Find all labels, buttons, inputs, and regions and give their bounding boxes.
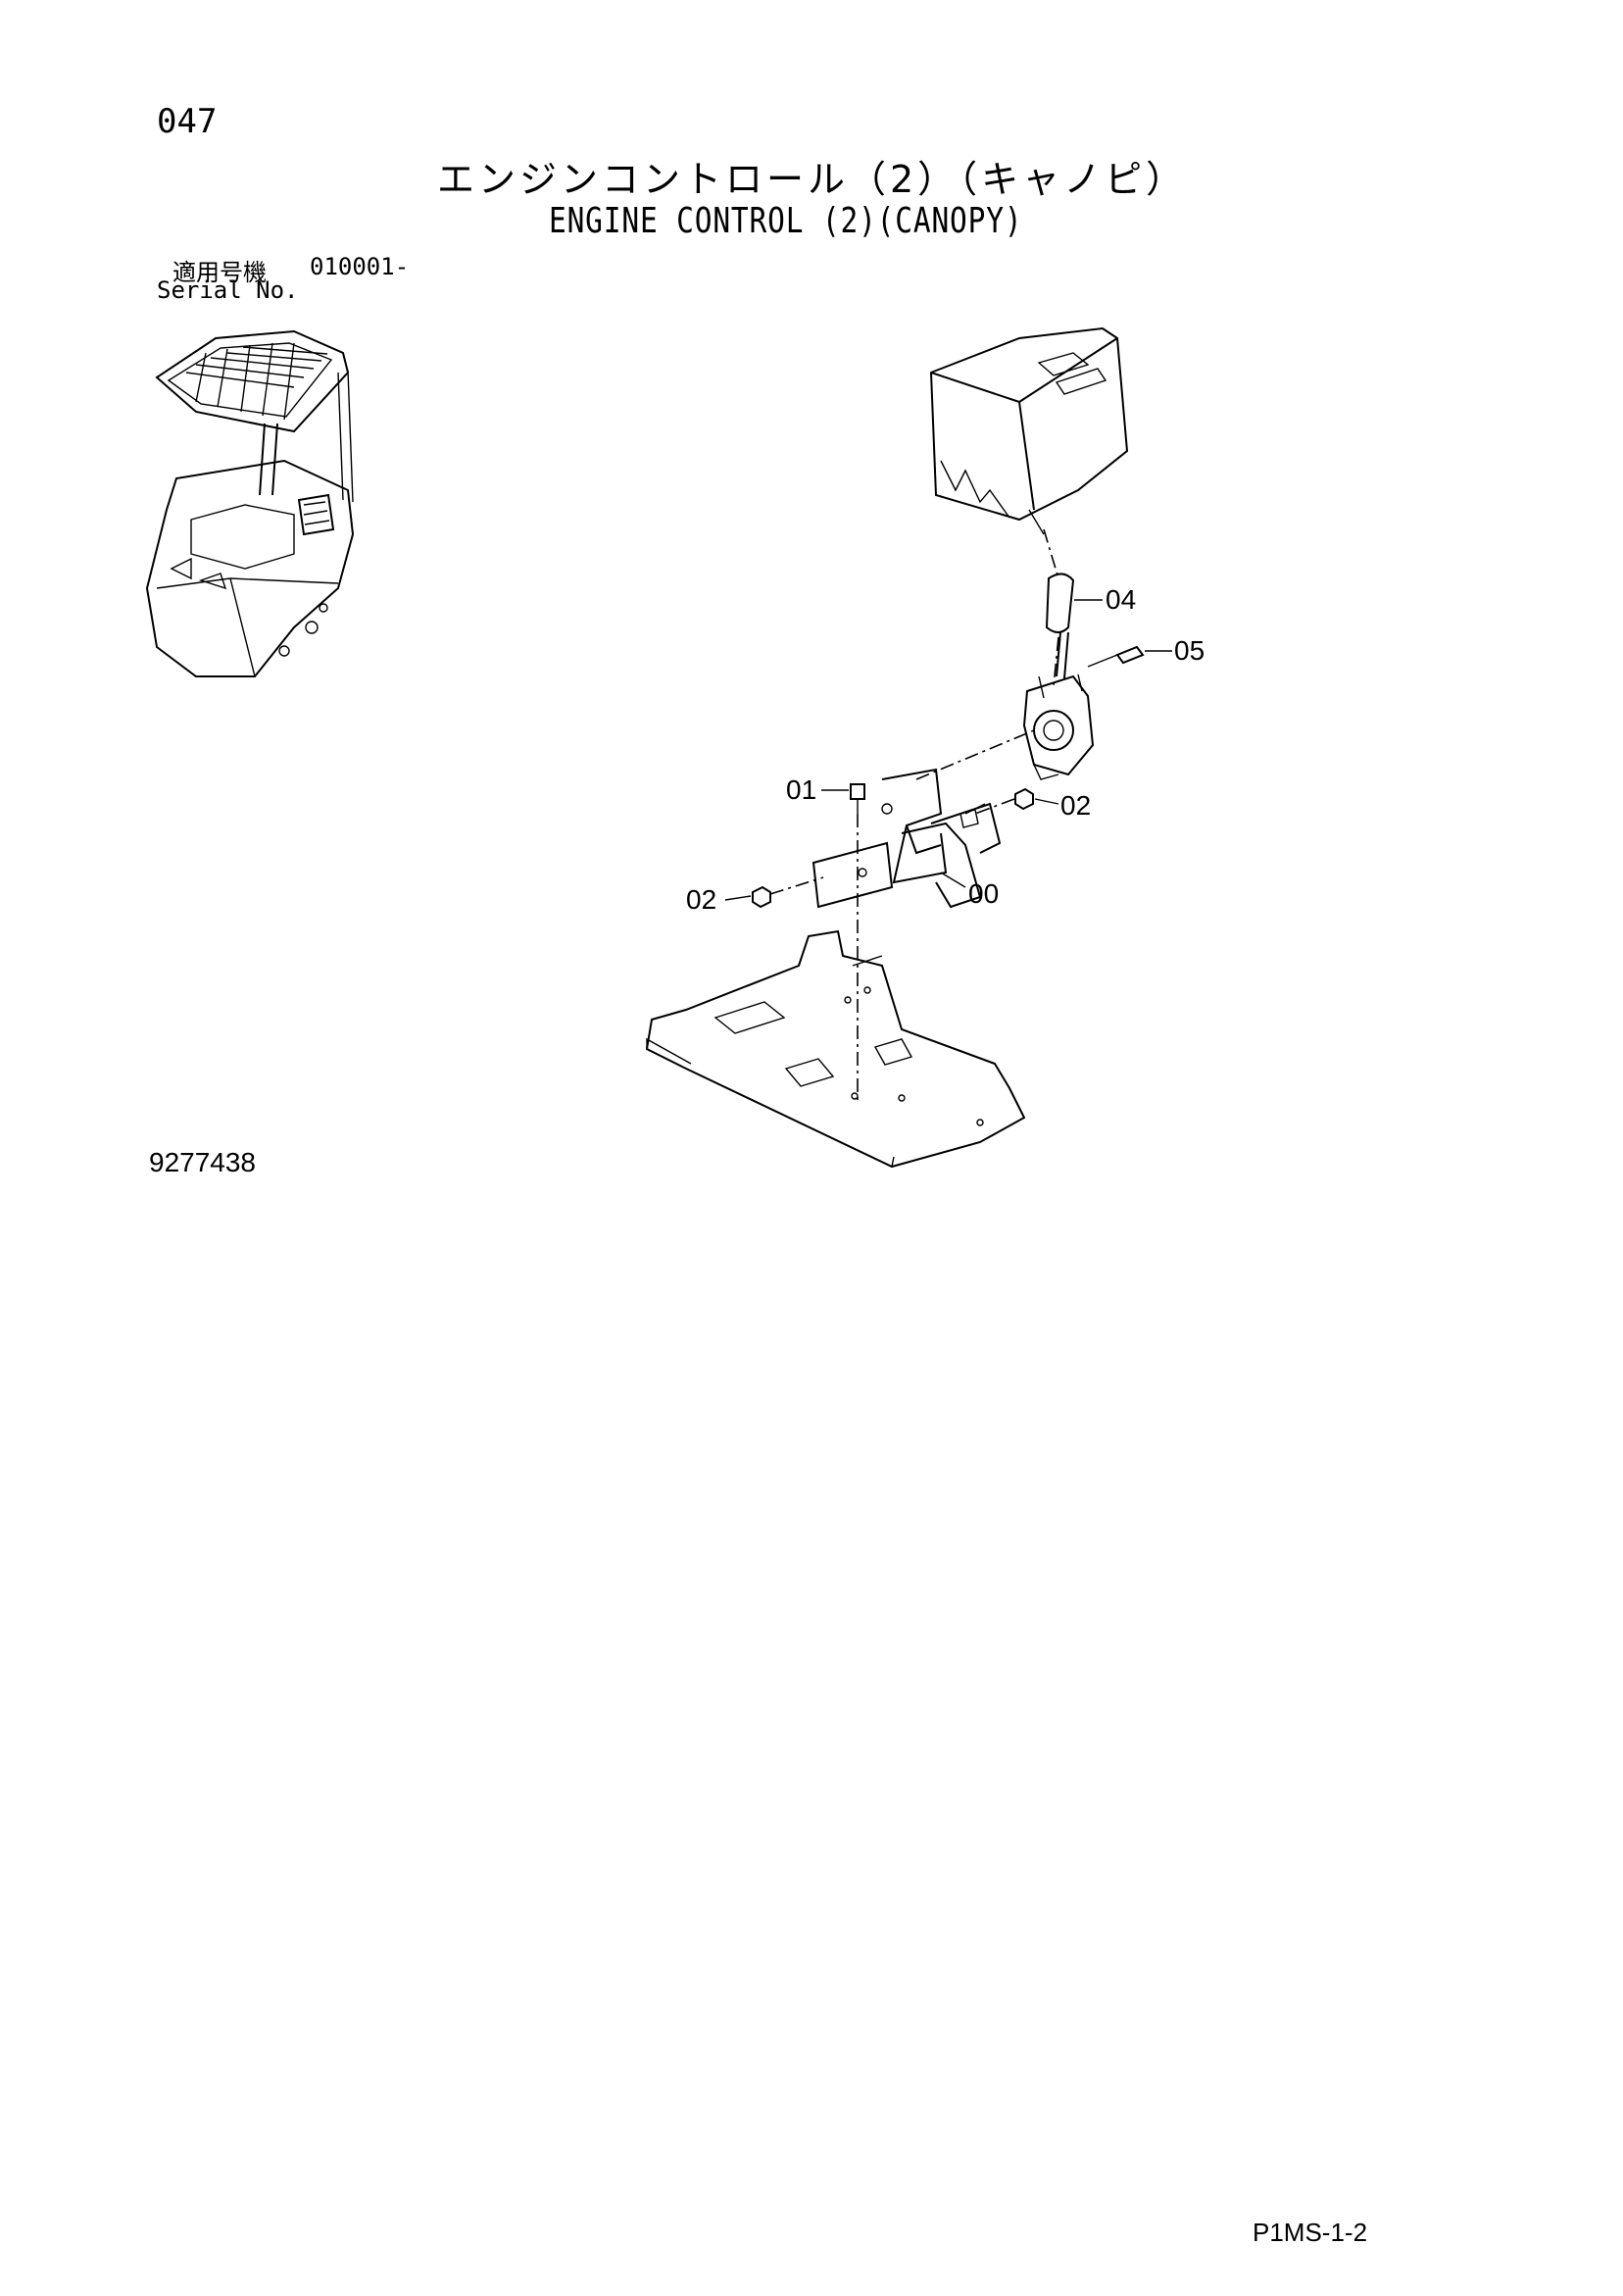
canopy-roof bbox=[155, 329, 350, 433]
sheet-code: P1MS-1-2 bbox=[1253, 2218, 1368, 2247]
leader-00 bbox=[940, 872, 966, 888]
upper-body bbox=[145, 459, 355, 677]
callout-02-left: 02 bbox=[686, 884, 717, 915]
floor-plate bbox=[645, 929, 1026, 1169]
callout-01: 01 bbox=[786, 774, 817, 805]
leader-02-right bbox=[1034, 798, 1059, 805]
lever-cover bbox=[929, 326, 1129, 535]
serial-label-english: Serial No. bbox=[157, 276, 299, 304]
leader-02-left bbox=[724, 895, 752, 901]
centerline-bracket-to-lever bbox=[915, 729, 1035, 780]
bolt-01 bbox=[850, 783, 865, 814]
lever-assembly bbox=[1022, 674, 1095, 780]
centerline-lever bbox=[1043, 528, 1059, 579]
page-title-english: ENGINE CONTROL (2)(CANOPY) bbox=[549, 201, 1023, 241]
serial-label-japanese: 適用号機 bbox=[172, 259, 267, 286]
callout-00: 00 bbox=[968, 878, 1000, 909]
page-number: 047 bbox=[157, 102, 218, 141]
callout-05: 05 bbox=[1174, 635, 1205, 666]
centerline-grip bbox=[1053, 636, 1059, 687]
nut-02-left bbox=[752, 885, 771, 909]
page-title-japanese: エンジンコントロール（2）（キャノピ） bbox=[437, 158, 1188, 201]
canopy-posts bbox=[259, 370, 354, 503]
drawing-number: 9277438 bbox=[149, 1147, 257, 1177]
bracket-00 bbox=[812, 768, 1002, 909]
serial-range: 010001- bbox=[310, 253, 410, 280]
nut-02-right bbox=[1014, 787, 1034, 811]
callout-02-right: 02 bbox=[1060, 790, 1092, 821]
centerline-nut-right bbox=[974, 798, 1015, 815]
lever-grip bbox=[1045, 573, 1075, 679]
callout-04: 04 bbox=[1106, 584, 1137, 615]
bolt-05 bbox=[1087, 645, 1145, 668]
centerline-nut-left bbox=[769, 876, 824, 895]
